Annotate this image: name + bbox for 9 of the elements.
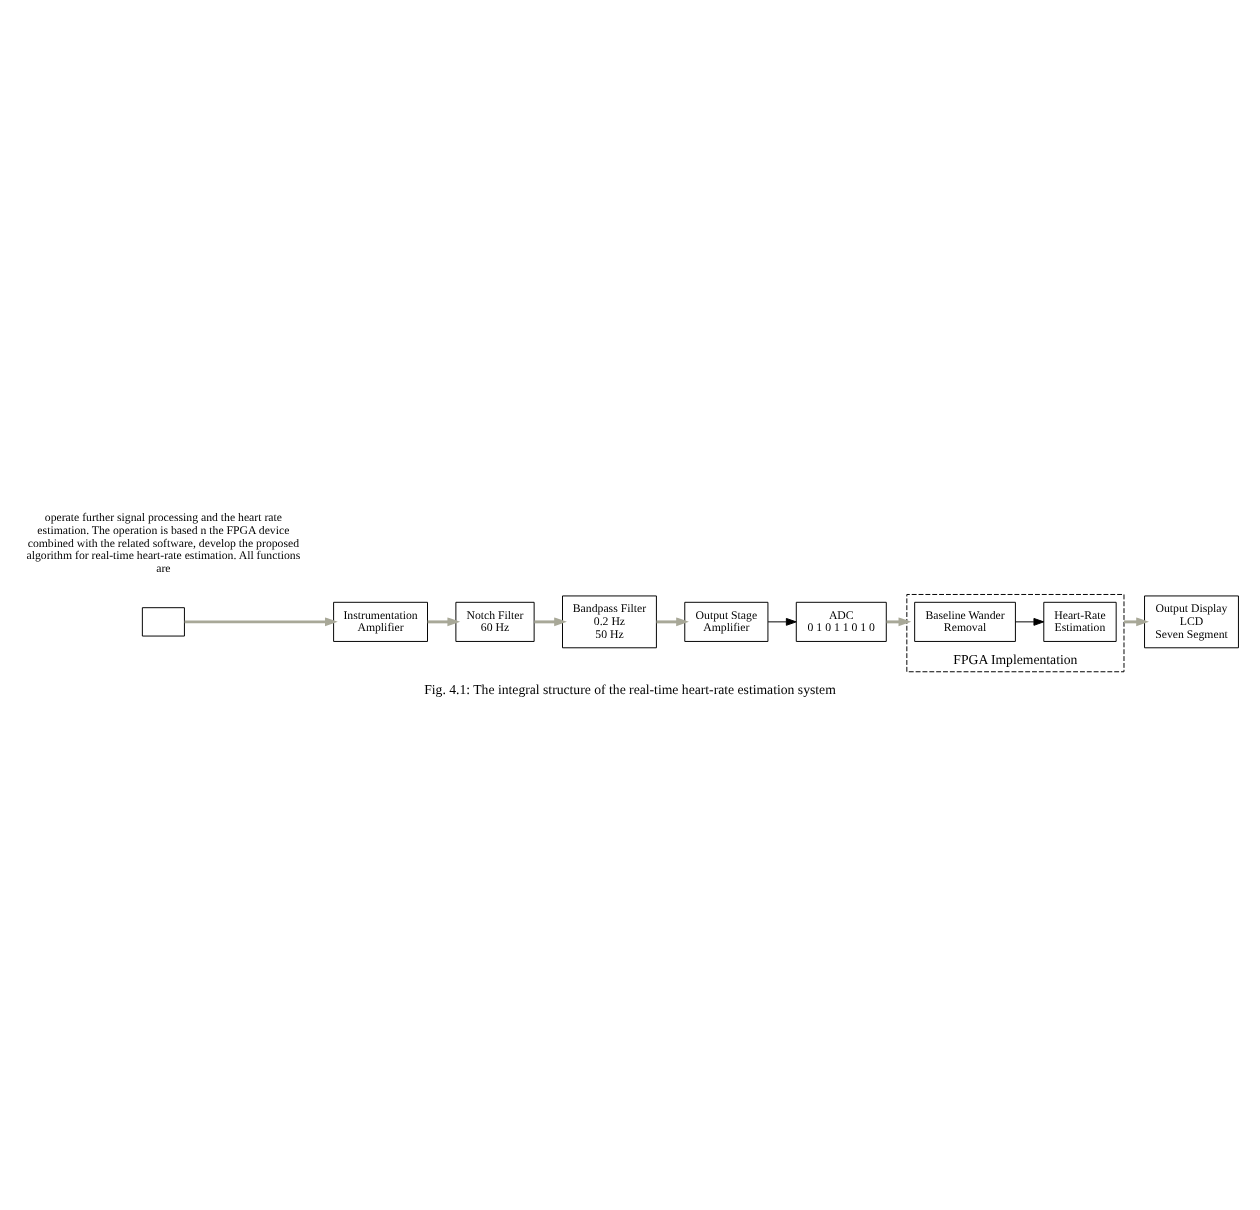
- arrow: [1015, 617, 1045, 626]
- arrow: [1124, 617, 1149, 627]
- node-box: [141, 607, 185, 637]
- arrow: [767, 617, 797, 626]
- arrow: [656, 617, 689, 627]
- arrow: [534, 617, 567, 627]
- arrow: [184, 617, 338, 627]
- arrow: [427, 617, 461, 627]
- arrow: [886, 617, 912, 627]
